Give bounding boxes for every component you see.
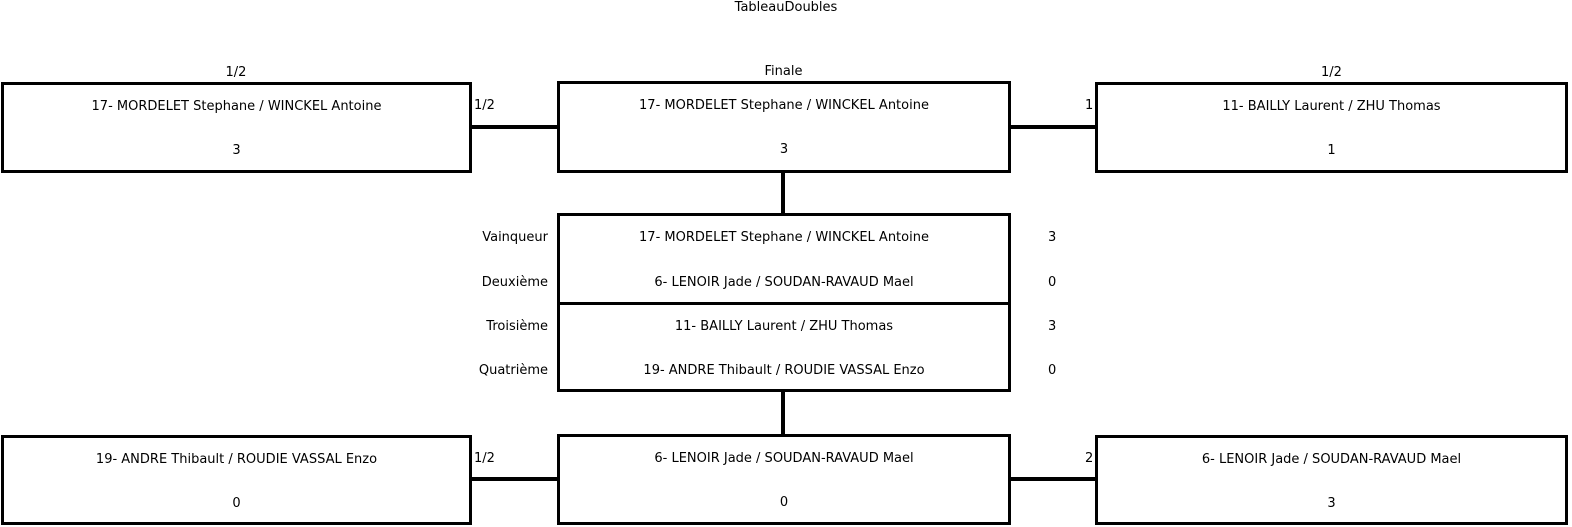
round-label-final: Finale [764, 64, 803, 79]
connector-line-vertical-top [781, 173, 785, 215]
connector-line-vertical-bottom [781, 392, 785, 436]
ranking-score-4: 0 [1048, 363, 1057, 378]
team-name: 6- LENOIR Jade / SOUDAN-RAVAUD Mael [1201, 452, 1462, 467]
team-score: 0 [779, 495, 789, 510]
team-name: 17- MORDELET Stephane / WINCKEL Antoine [91, 99, 382, 114]
ranking-box: 17- MORDELET Stephane / WINCKEL Antoine … [557, 213, 1011, 392]
ranking-team-2: 6- LENOIR Jade / SOUDAN-RAVAUD Mael [654, 275, 914, 290]
ranking-label-1: Vainqueur [482, 230, 548, 245]
ranking-team-1: 17- MORDELET Stephane / WINCKEL Antoine [639, 230, 929, 245]
match-box-bottom-left: 19- ANDRE Thibault / ROUDIE VASSAL Enzo … [1, 435, 472, 525]
round-label-right-semi: 1/2 [1321, 65, 1342, 80]
bracket-title: TableauDoubles [734, 0, 838, 15]
ranking-team-4: 19- ANDRE Thibault / ROUDIE VASSAL Enzo [643, 363, 925, 378]
match-box-bottom-center: 6- LENOIR Jade / SOUDAN-RAVAUD Mael 0 [557, 434, 1011, 525]
team-name: 17- MORDELET Stephane / WINCKEL Antoine [639, 98, 929, 113]
match-box-top-right: 11- BAILLY Laurent / ZHU Thomas 1 [1095, 82, 1568, 173]
team-score: 0 [232, 496, 241, 511]
ranking-label-3: Troisième [486, 319, 548, 334]
ranking-divider [560, 302, 1008, 305]
team-name: 19- ANDRE Thibault / ROUDIE VASSAL Enzo [95, 452, 378, 467]
connector-line-bottom-left [472, 477, 558, 481]
connector-label-bottom-right: 2 [1085, 451, 1094, 466]
ranking-score-1: 3 [1048, 230, 1057, 245]
team-score: 3 [232, 143, 241, 158]
match-box-top-center: 17- MORDELET Stephane / WINCKEL Antoine … [557, 81, 1011, 173]
team-name: 6- LENOIR Jade / SOUDAN-RAVAUD Mael [654, 451, 914, 466]
team-score: 1 [1327, 143, 1336, 158]
connector-label-top-left: 1/2 [474, 98, 495, 113]
connector-label-bottom-left: 1/2 [474, 451, 495, 466]
ranking-score-3: 3 [1048, 319, 1057, 334]
connector-label-top-right: 1 [1085, 98, 1094, 113]
ranking-label-2: Deuxième [481, 275, 548, 290]
match-box-bottom-right: 6- LENOIR Jade / SOUDAN-RAVAUD Mael 3 [1095, 435, 1568, 525]
ranking-team-3: 11- BAILLY Laurent / ZHU Thomas [674, 319, 894, 334]
connector-line-top-left [472, 125, 558, 129]
team-score: 3 [779, 142, 789, 157]
ranking-label-4: Quatrième [478, 363, 548, 378]
ranking-score-2: 0 [1048, 275, 1057, 290]
round-label-left-semi: 1/2 [225, 65, 247, 80]
match-box-top-left: 17- MORDELET Stephane / WINCKEL Antoine … [1, 82, 472, 173]
connector-line-top-right [1010, 125, 1096, 129]
connector-line-bottom-right [1010, 477, 1096, 481]
team-name: 11- BAILLY Laurent / ZHU Thomas [1222, 99, 1441, 114]
team-score: 3 [1327, 496, 1336, 511]
